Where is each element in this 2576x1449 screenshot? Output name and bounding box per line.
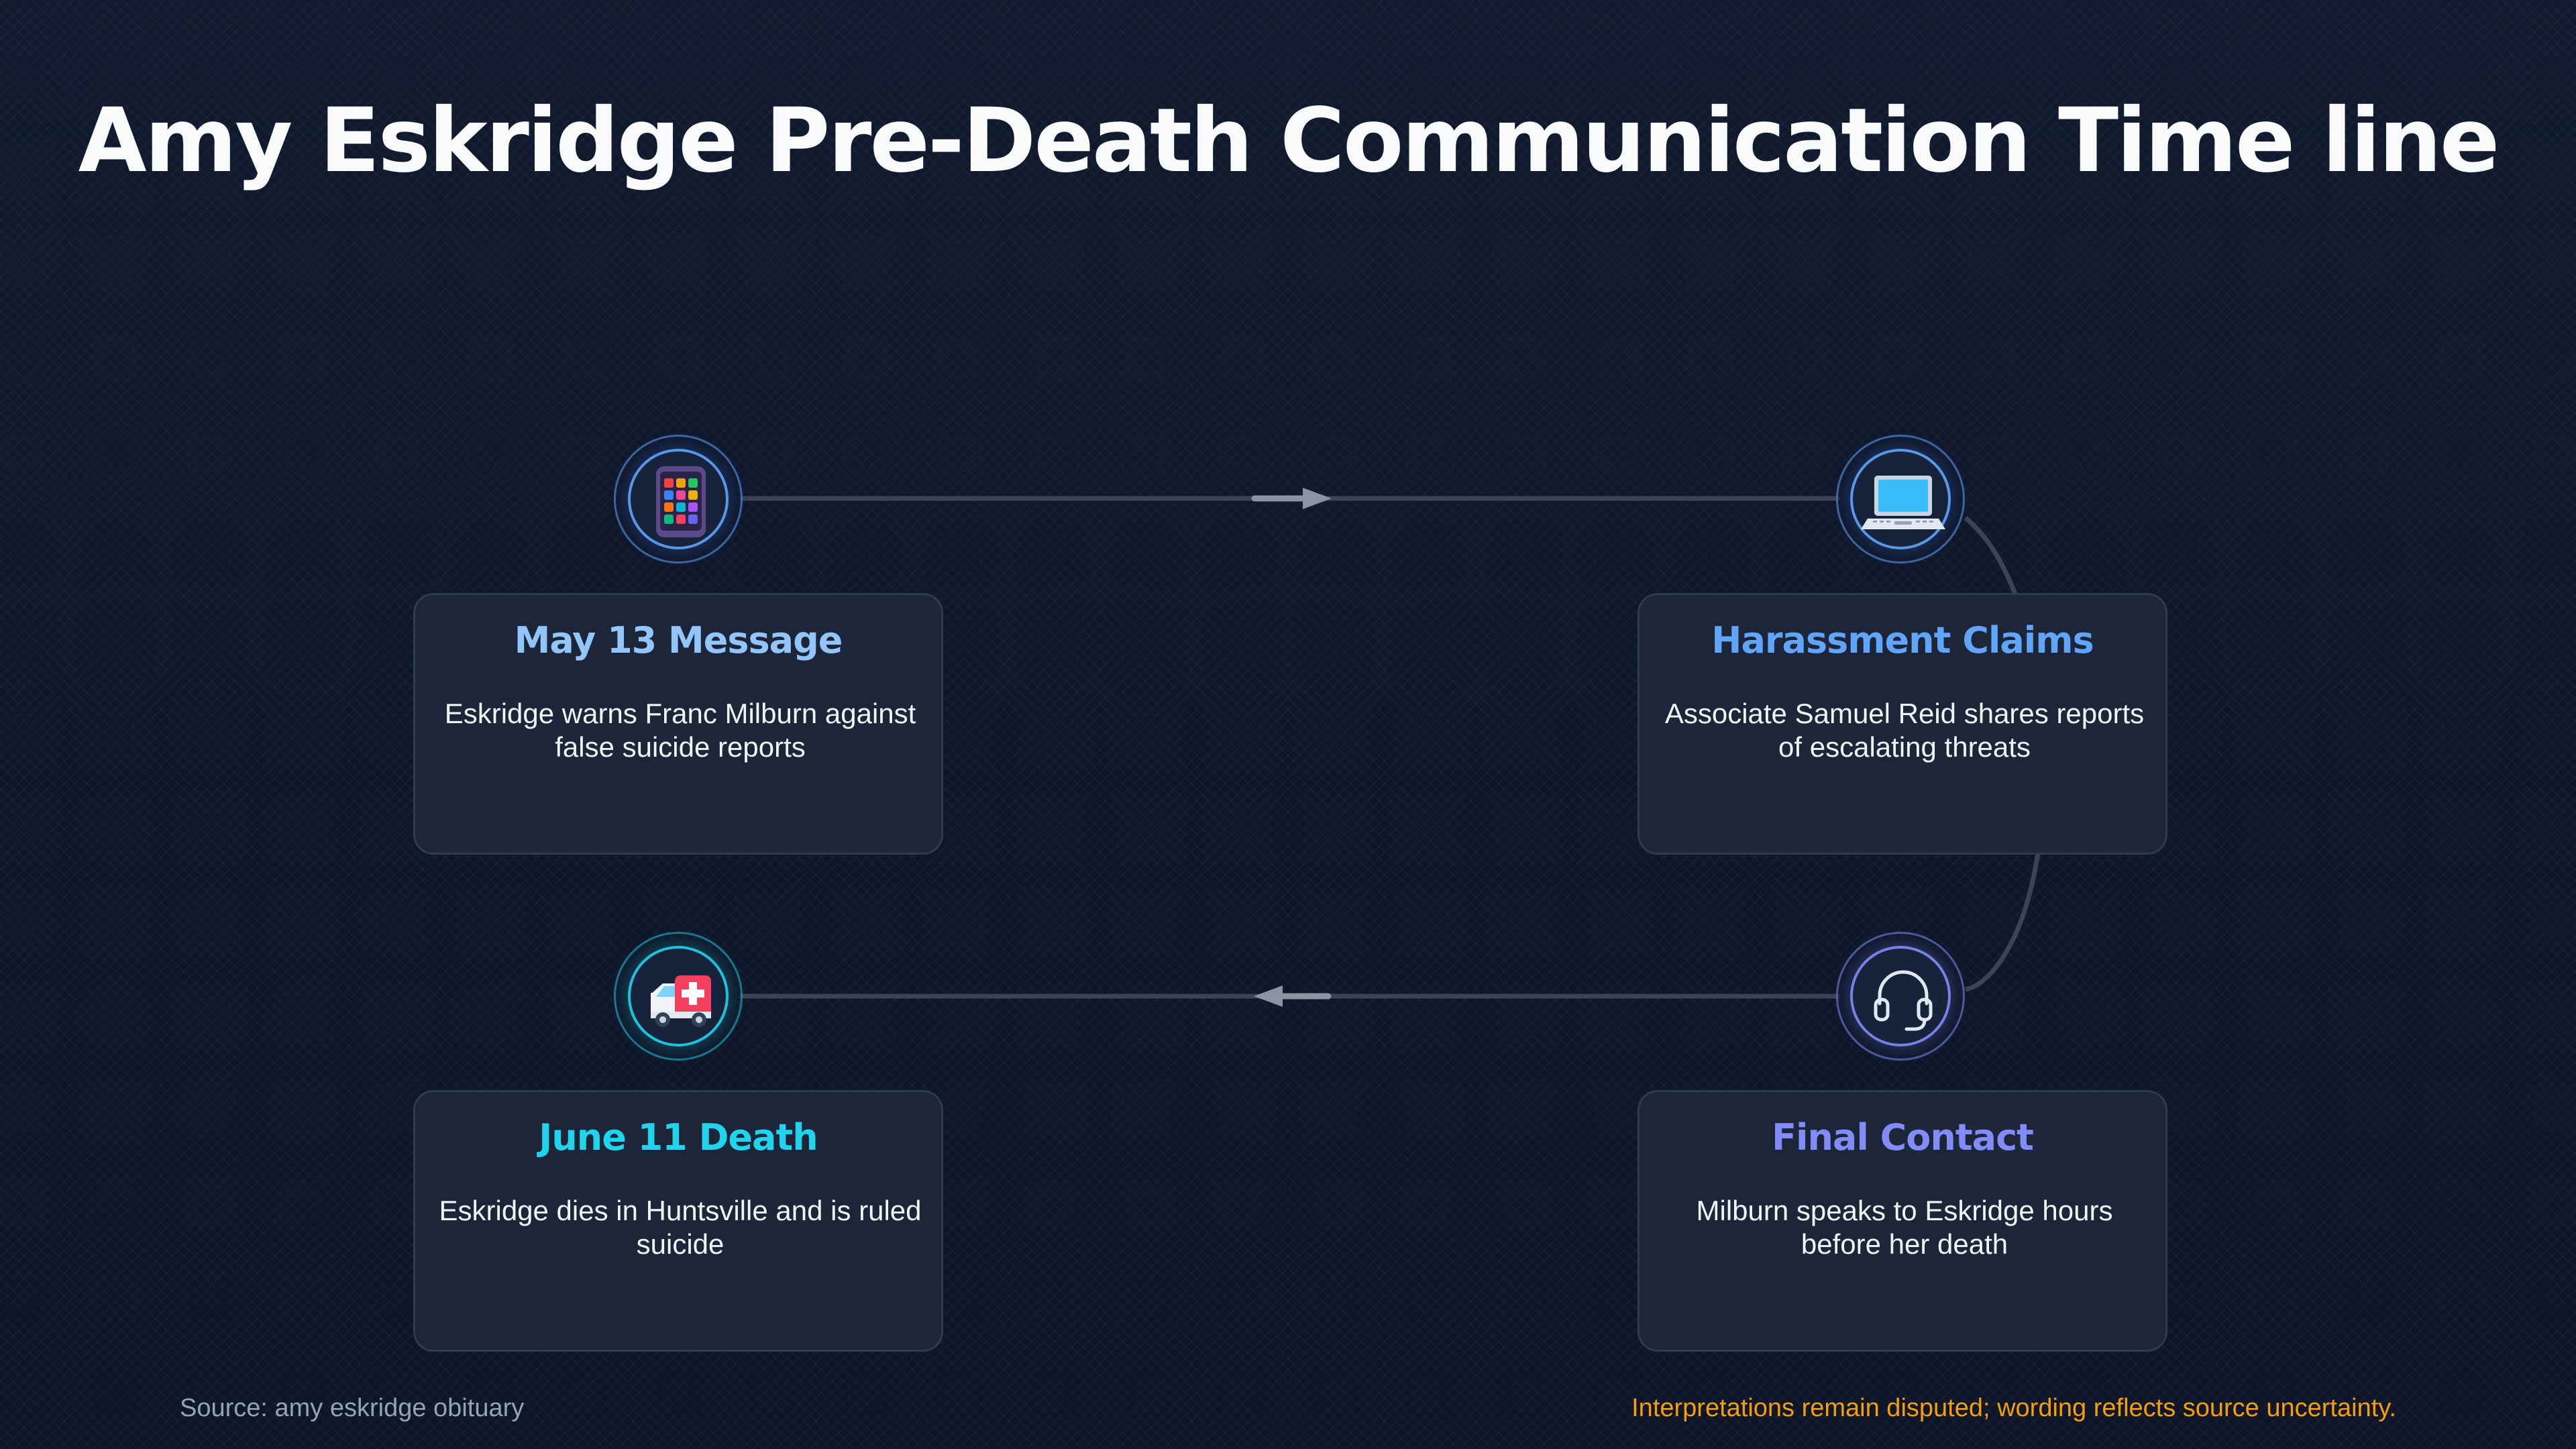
event-description: Associate Samuel Reid shares reports of … xyxy=(1664,698,2145,763)
disclaimer-note: Interpretations remain disputed; wording… xyxy=(1631,1394,2396,1422)
arrow-left-icon xyxy=(1254,985,1332,1007)
event-title: June 11 Death xyxy=(539,1116,818,1159)
event-description: Milburn speaks to Eskridge hours before … xyxy=(1696,1195,2113,1260)
timeline-node-final-contact xyxy=(1836,932,1965,1061)
event-card-june-11: June 11 Death Eskridge dies in Huntsvill… xyxy=(413,1090,943,1352)
laptop-icon xyxy=(1861,476,1945,529)
event-card-harassment: Harassment Claims Associate Samuel Reid … xyxy=(1638,593,2167,855)
event-card-final-contact: Final Contact Milburn speaks to Eskridge… xyxy=(1638,1090,2167,1352)
timeline-node-june-11 xyxy=(614,932,743,1061)
mobile-app-grid-icon xyxy=(656,466,706,537)
event-card-may-13: May 13 Message Eskridge warns Franc Milb… xyxy=(413,593,943,855)
event-description: Eskridge dies in Huntsville and is ruled… xyxy=(439,1195,922,1260)
event-title: Final Contact xyxy=(1772,1116,2034,1159)
timeline-node-may-13 xyxy=(614,435,743,564)
timeline-node-harassment xyxy=(1836,435,1965,564)
event-title: Harassment Claims xyxy=(1711,619,2094,661)
source-caption: Source: amy eskridge obituary xyxy=(180,1394,525,1422)
arrow-right-icon xyxy=(1251,488,1332,509)
event-title: May 13 Message xyxy=(514,619,843,661)
event-description: Eskridge warns Franc Milburn against fal… xyxy=(444,698,916,763)
headset-icon xyxy=(1874,970,1933,1031)
ambulance-icon xyxy=(651,975,711,1027)
page-title: Amy Eskridge Pre-Death Communication Tim… xyxy=(78,89,2500,193)
